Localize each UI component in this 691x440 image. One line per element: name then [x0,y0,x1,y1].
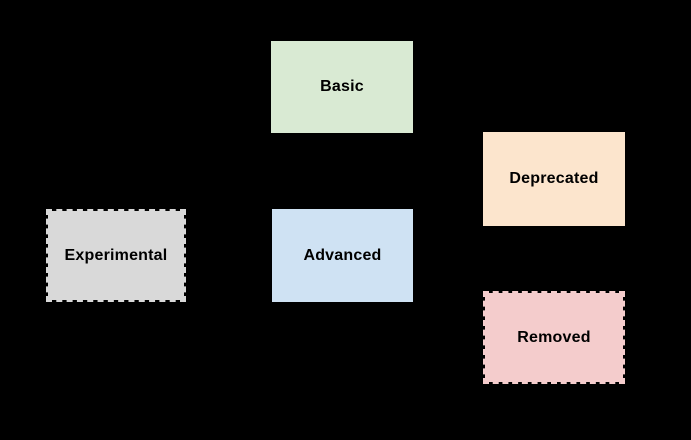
node-deprecated: Deprecated [483,132,625,226]
node-advanced-label: Advanced [303,246,382,264]
node-removed-label: Removed [517,328,591,346]
node-experimental: Experimental [46,209,186,302]
node-basic-label: Basic [320,78,364,95]
node-removed: Removed [483,291,625,384]
node-advanced: Advanced [272,209,413,302]
node-experimental-label: Experimental [64,246,168,264]
node-deprecated-label: Deprecated [509,170,599,187]
node-basic: Basic [271,41,413,133]
